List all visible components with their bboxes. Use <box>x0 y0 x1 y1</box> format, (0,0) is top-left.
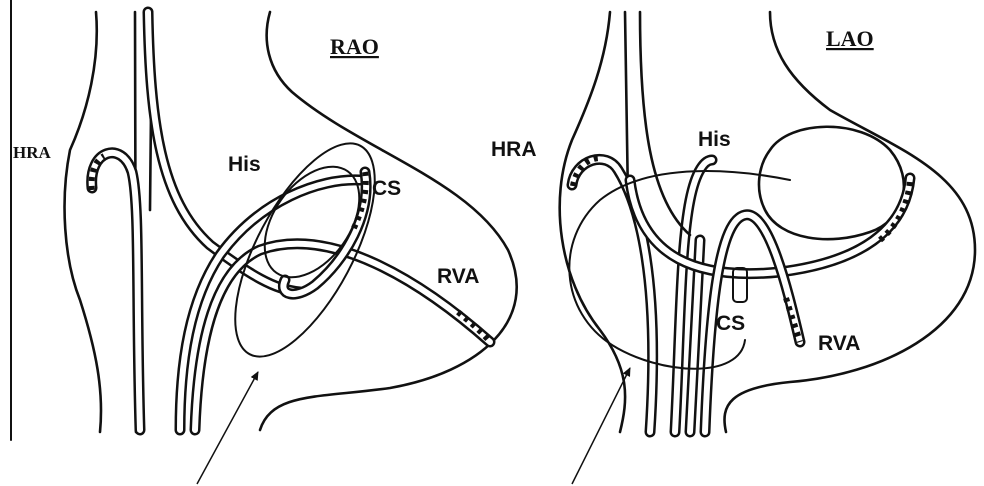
lao-heart-outline-left <box>560 12 625 432</box>
rao-pointer-arrow <box>197 372 258 484</box>
rao-cs-catheter <box>180 180 360 430</box>
rao-label-cs: CS <box>372 177 401 200</box>
lao-panel: LAO HRA His CS RVA <box>491 12 975 484</box>
rao-svc-right-wall <box>260 12 517 430</box>
lao-label-rva: RVA <box>818 332 860 355</box>
lao-lv-ring <box>759 127 904 239</box>
rao-title: RAO <box>330 34 379 59</box>
lao-label-his: His <box>698 128 731 151</box>
rao-panel: RAO HRA His CS RVA <box>11 0 517 484</box>
lao-hra-catheter <box>572 159 653 432</box>
rao-heart-outline <box>65 12 101 432</box>
lao-label-cs: CS <box>716 312 745 335</box>
rao-label-rva: RVA <box>437 265 479 288</box>
lao-title: LAO <box>826 26 874 51</box>
lao-label-hra: HRA <box>491 138 537 161</box>
rao-label-hra: HRA <box>13 143 52 162</box>
lao-cs-catheter <box>630 178 910 274</box>
rao-label-his: His <box>228 153 261 176</box>
lao-svc-right-wall <box>640 12 690 235</box>
